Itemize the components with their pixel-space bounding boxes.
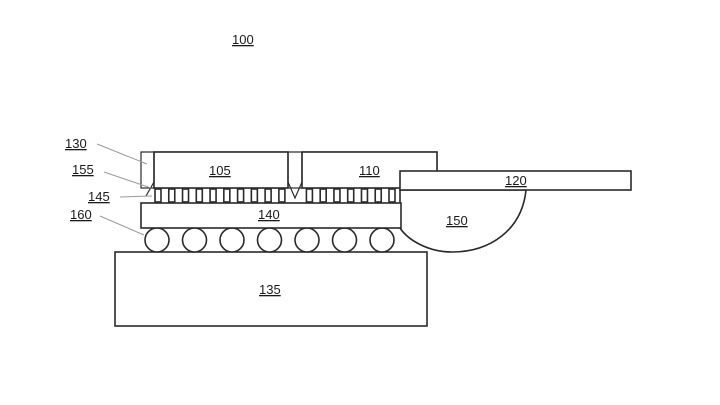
label-155: 155 [72, 162, 94, 177]
label-130: 130 [65, 136, 87, 151]
die-105 [153, 151, 289, 189]
microbump [195, 188, 204, 203]
component-120 [399, 170, 632, 191]
label-120: 120 [505, 173, 527, 188]
leader-145 [119, 195, 153, 198]
label-140: 140 [258, 207, 280, 222]
microbump [333, 188, 341, 203]
microbump [209, 188, 217, 203]
solder-ball [369, 227, 395, 253]
leader-155 [103, 171, 152, 189]
solder-ball [331, 227, 358, 253]
microbump [305, 188, 314, 203]
label-135: 135 [259, 282, 281, 297]
solder-ball [181, 227, 208, 253]
solder-ball [219, 227, 245, 253]
label-105: 105 [209, 163, 231, 178]
leader-130 [96, 143, 148, 165]
interposer-140 [140, 202, 402, 229]
microbump [236, 188, 245, 203]
die-gap [287, 152, 303, 200]
solder-ball [256, 227, 283, 253]
microbump [264, 188, 272, 203]
solder-ball [294, 227, 320, 253]
microbump [319, 188, 327, 203]
microbump [154, 188, 162, 203]
microbump [250, 188, 259, 203]
label-150: 150 [446, 213, 468, 228]
microbump [181, 188, 190, 203]
solder-ball-row [144, 227, 395, 253]
microbump [278, 188, 286, 203]
leader-160 [99, 215, 145, 236]
microbump [360, 188, 369, 203]
microbump [346, 188, 355, 203]
microbump-layer-145 [154, 188, 396, 203]
encapsulant-150 [399, 189, 527, 253]
microbump [374, 188, 383, 203]
microbump [388, 188, 396, 203]
label-100: 100 [232, 32, 254, 47]
label-160: 160 [70, 207, 92, 222]
microbump [167, 188, 176, 203]
microbump [223, 188, 231, 203]
layer-155-edge [145, 152, 155, 197]
solder-ball [144, 227, 170, 253]
label-110: 110 [359, 163, 380, 178]
substrate-135 [114, 251, 428, 327]
label-145: 145 [88, 189, 110, 204]
